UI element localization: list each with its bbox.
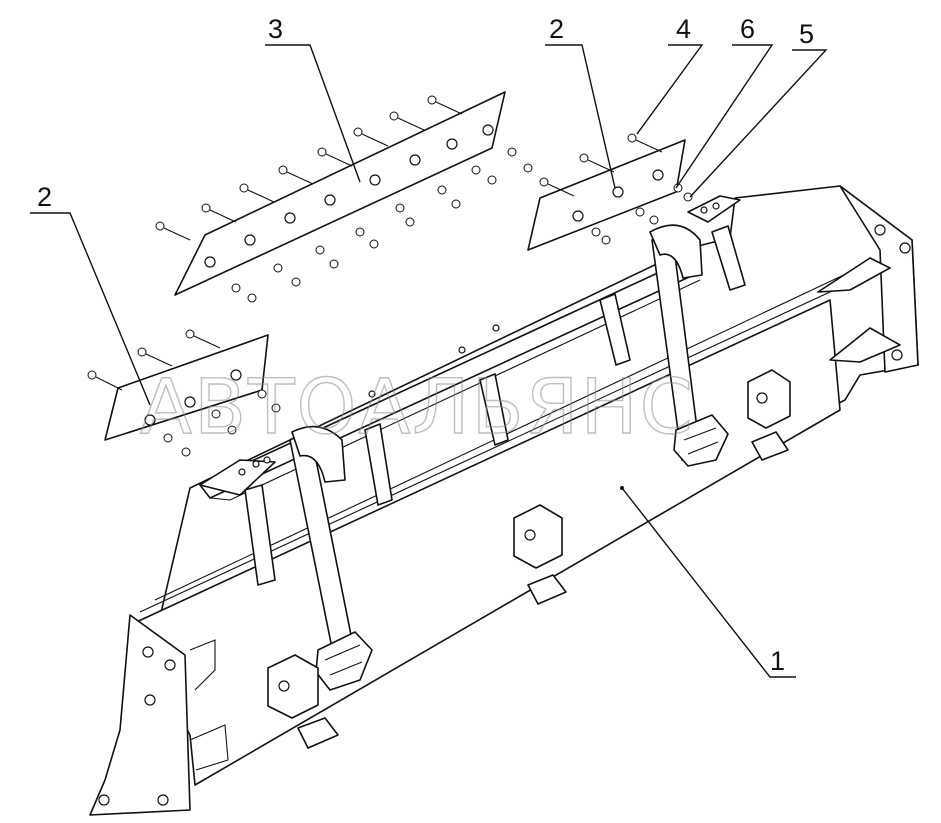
callout-4-label: 4 bbox=[676, 14, 691, 44]
end-bit-left bbox=[87, 329, 281, 457]
callout-1: 1 bbox=[620, 486, 796, 678]
callout-5: 5 bbox=[689, 19, 828, 198]
blade-assembly bbox=[89, 185, 919, 816]
callout-2-left-label: 2 bbox=[37, 182, 52, 212]
bracket-left bbox=[267, 654, 339, 749]
callout-3: 3 bbox=[265, 14, 361, 183]
strut-left bbox=[289, 425, 373, 691]
callout-5-label: 5 bbox=[799, 19, 814, 49]
right-end-plate bbox=[839, 185, 919, 373]
end-bit-right bbox=[527, 133, 693, 251]
watermark: АВТОАЛЬЯНС bbox=[140, 362, 695, 451]
callout-2-right-label: 2 bbox=[549, 14, 564, 44]
callout-2-left: 2 bbox=[30, 182, 151, 406]
bracket-center bbox=[513, 504, 567, 605]
bracket-right bbox=[747, 369, 791, 461]
bolts-center bbox=[155, 95, 533, 303]
cutting-edge-center bbox=[174, 91, 506, 296]
callout-1-label: 1 bbox=[770, 646, 785, 676]
callout-4: 4 bbox=[636, 14, 704, 135]
callout-6: 6 bbox=[675, 14, 774, 189]
callout-3-label: 3 bbox=[268, 14, 283, 44]
callout-6-label: 6 bbox=[740, 14, 755, 44]
strut-right bbox=[649, 224, 729, 467]
callout-2-right: 2 bbox=[545, 14, 616, 189]
